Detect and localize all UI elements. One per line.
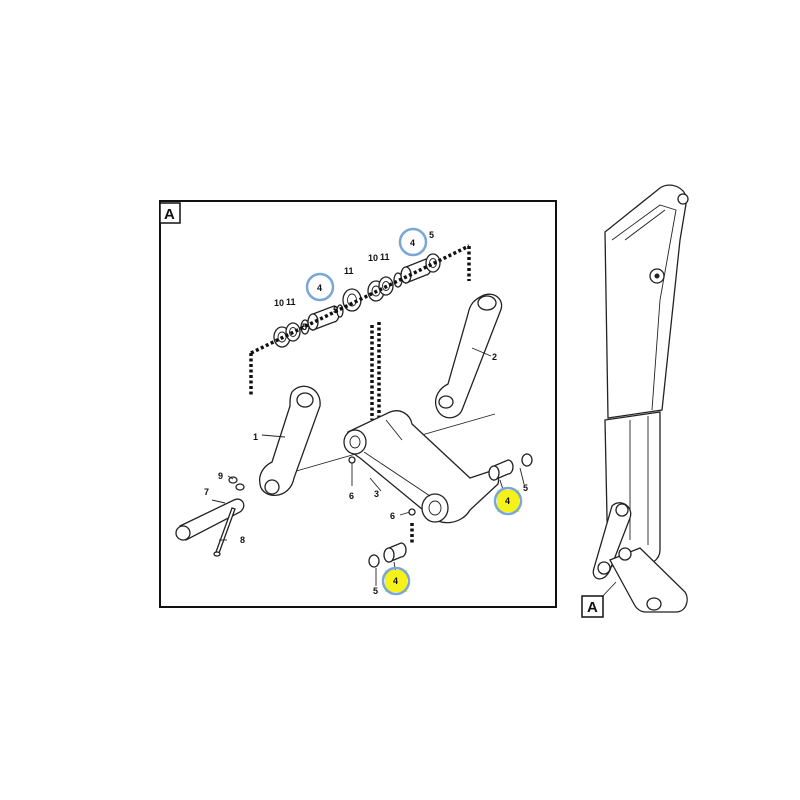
pin-7 — [175, 498, 245, 541]
h-link-3 — [343, 410, 500, 524]
detail-callout-label: A — [587, 599, 598, 616]
part-label-5: 5 — [429, 230, 434, 240]
exploded-washers-left — [273, 288, 362, 348]
part-label-11: 11 — [286, 297, 296, 307]
nipple-6 — [348, 456, 416, 516]
leader-lines — [211, 347, 525, 586]
view-label-box — [159, 202, 181, 224]
nut-9 — [228, 476, 245, 491]
bushing-lower-right — [488, 453, 533, 481]
part-label-5: 5 — [523, 483, 528, 493]
exploded-washers-right — [367, 253, 441, 302]
link-1 — [258, 385, 321, 496]
guide-line — [250, 244, 470, 355]
highlight-marker-right — [493, 486, 523, 516]
part-label-2: 2 — [492, 352, 497, 362]
part-label-10: 10 — [274, 298, 284, 308]
arm-overview — [592, 184, 689, 613]
part-label-4: 4 — [317, 283, 322, 293]
part-label-5: 5 — [302, 322, 307, 332]
part-label-11: 11 — [344, 266, 354, 276]
highlight-circle-left — [305, 272, 335, 302]
part-label-11: 11 — [380, 252, 390, 262]
view-label: A — [164, 206, 175, 223]
part-label-6: 6 — [349, 491, 354, 501]
highlight-marker-center — [381, 566, 411, 596]
part-label-8: 8 — [240, 535, 245, 545]
part-label-5: 5 — [333, 305, 338, 315]
highlight-circle-top — [398, 227, 428, 257]
detail-callout-box — [581, 595, 604, 618]
part-label-5: 5 — [373, 586, 378, 596]
part-label-1: 1 — [253, 432, 258, 442]
bushing-lower-center — [368, 542, 407, 568]
detail-frame — [159, 200, 557, 608]
link-2 — [434, 293, 503, 419]
part-label-3: 3 — [374, 489, 379, 499]
part-label-4: 4 — [505, 496, 510, 506]
part-label-9: 9 — [218, 471, 223, 481]
part-label-6: 6 — [390, 511, 395, 521]
bolt-8 — [213, 507, 236, 557]
part-label-10: 10 — [368, 253, 378, 263]
part-label-4: 4 — [410, 238, 415, 248]
part-label-7: 7 — [204, 487, 209, 497]
part-label-4: 4 — [393, 576, 398, 586]
